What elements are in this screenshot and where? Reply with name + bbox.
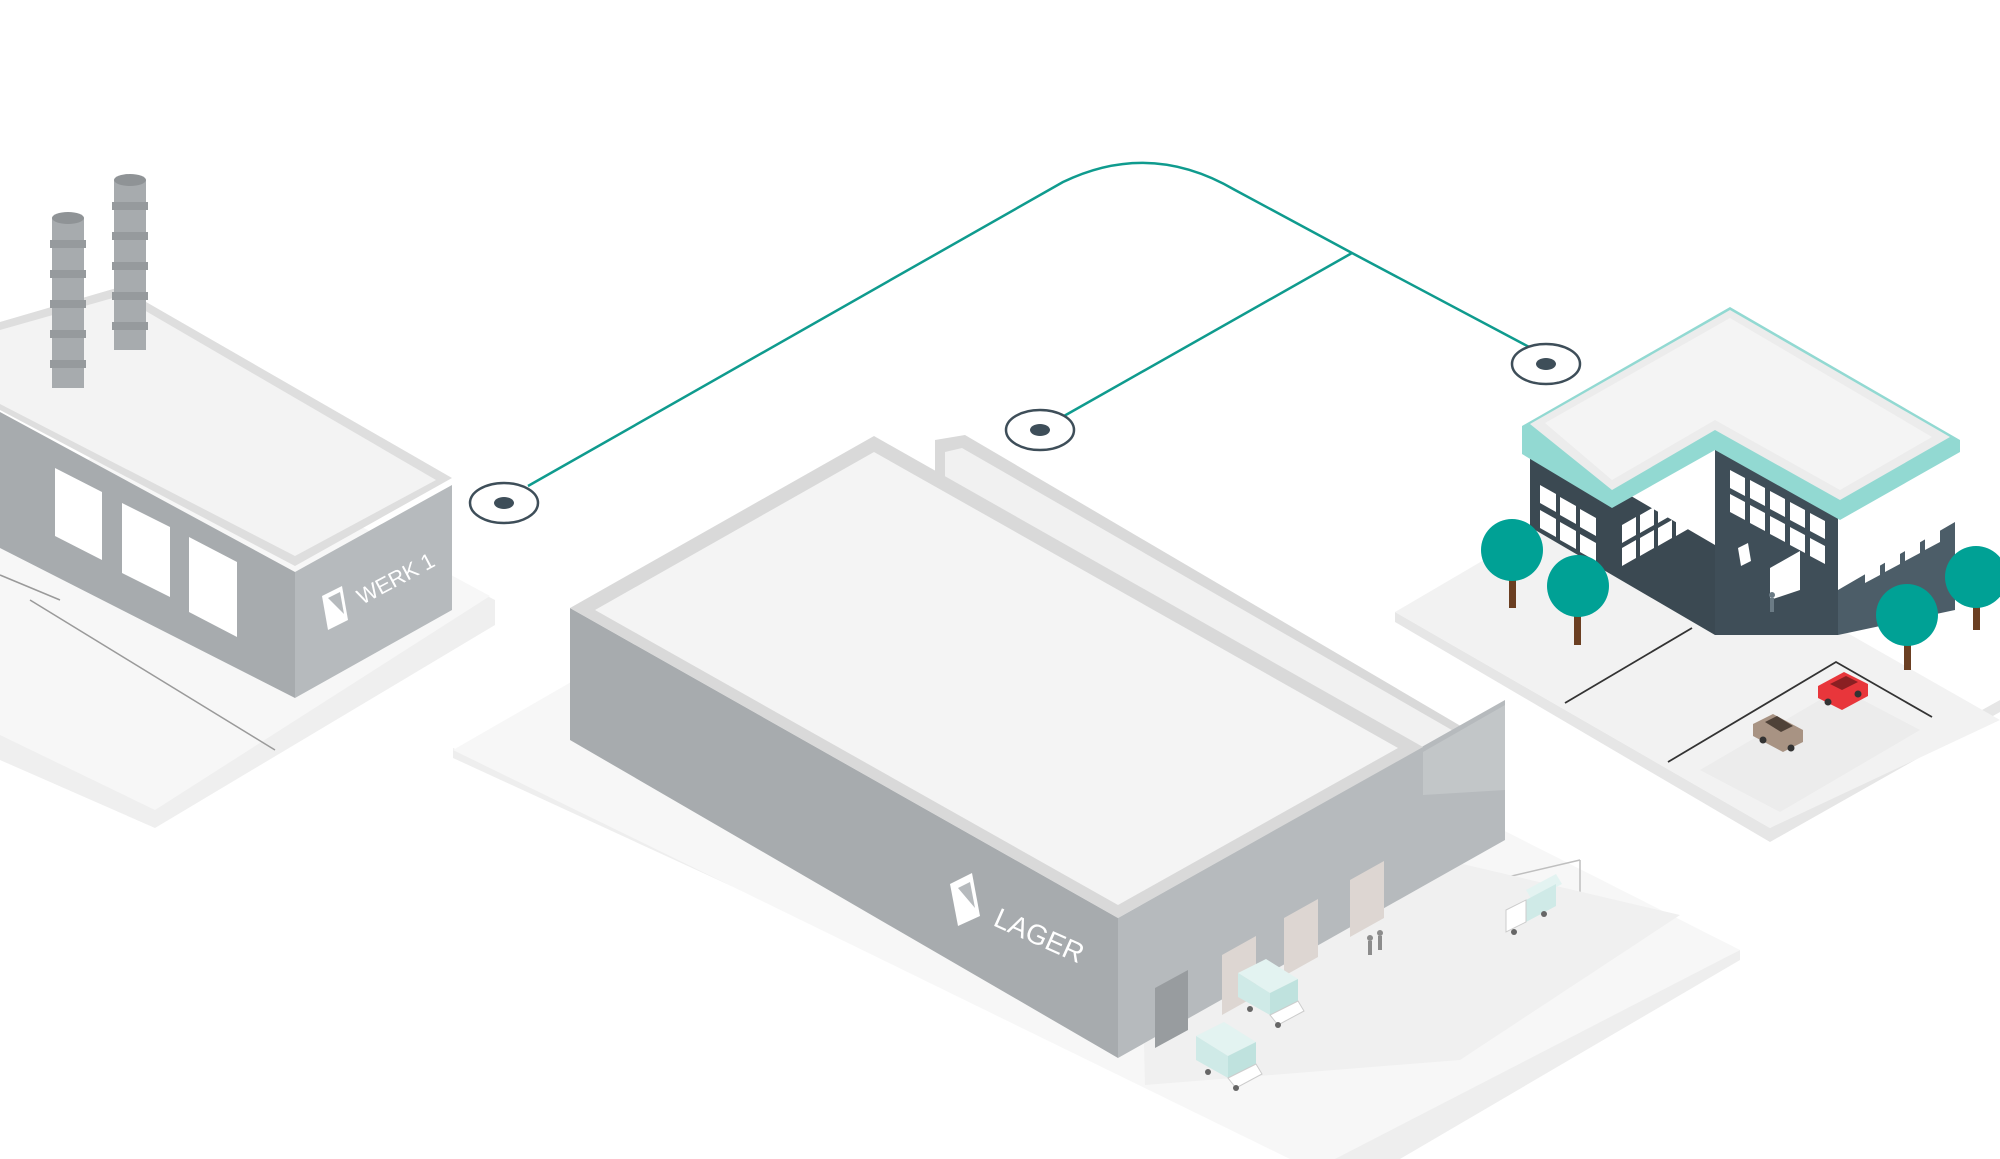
office-windows [1540, 470, 1940, 600]
network-line-main [527, 161, 1549, 488]
brand-logo-icon [322, 586, 348, 630]
office-roof-inner [1545, 318, 1932, 490]
parking-line [1667, 660, 1933, 763]
car-icon [1753, 714, 1803, 752]
location-node-icon [468, 481, 540, 525]
tree-icon [1547, 555, 1609, 645]
location-node-icon [1510, 342, 1582, 386]
warehouse-right-wall [1118, 700, 1505, 1058]
loading-door [1350, 861, 1384, 937]
warehouse-lager: LAGER [453, 435, 1740, 1159]
warehouse-left-wall [570, 608, 1118, 1058]
tree-icon [1876, 584, 1938, 670]
factory-ground-line-2 [0, 574, 61, 601]
car-icon [1818, 672, 1868, 710]
person-icon [1367, 935, 1373, 955]
factory-roof-inner [0, 296, 436, 556]
factory-window [55, 468, 102, 560]
chimney [50, 212, 86, 388]
factory-werk-1: WERK 1 [0, 174, 495, 828]
parking-line [1564, 627, 1693, 704]
factory-right-wall [295, 485, 452, 698]
side-door [1155, 970, 1188, 1048]
warehouse-annex-roof-inner [945, 448, 1490, 785]
office-headquarters [1395, 307, 2000, 842]
brand-logo-icon [950, 873, 980, 926]
warehouse-roof-inner [595, 452, 1398, 905]
warehouse-step-wall [1423, 705, 1505, 795]
truck-icon [1238, 959, 1305, 1028]
loading-door [1284, 899, 1318, 976]
chimney [112, 174, 148, 350]
parking-area [1700, 688, 1920, 812]
truck-icon [1196, 1022, 1263, 1091]
tree-icon [1481, 519, 1543, 608]
person-icon [1769, 592, 1775, 612]
truck-icon [1505, 874, 1562, 935]
brand-logo-icon [1738, 543, 1751, 566]
person-icon [1377, 930, 1383, 950]
network-connections [468, 161, 1582, 525]
network-line-branch [1063, 251, 1353, 418]
factory-window [122, 503, 170, 597]
location-node-icon [1004, 408, 1076, 452]
factory-window [189, 537, 237, 637]
factory-ground-line [29, 599, 276, 751]
tree-icon [1945, 546, 2000, 630]
